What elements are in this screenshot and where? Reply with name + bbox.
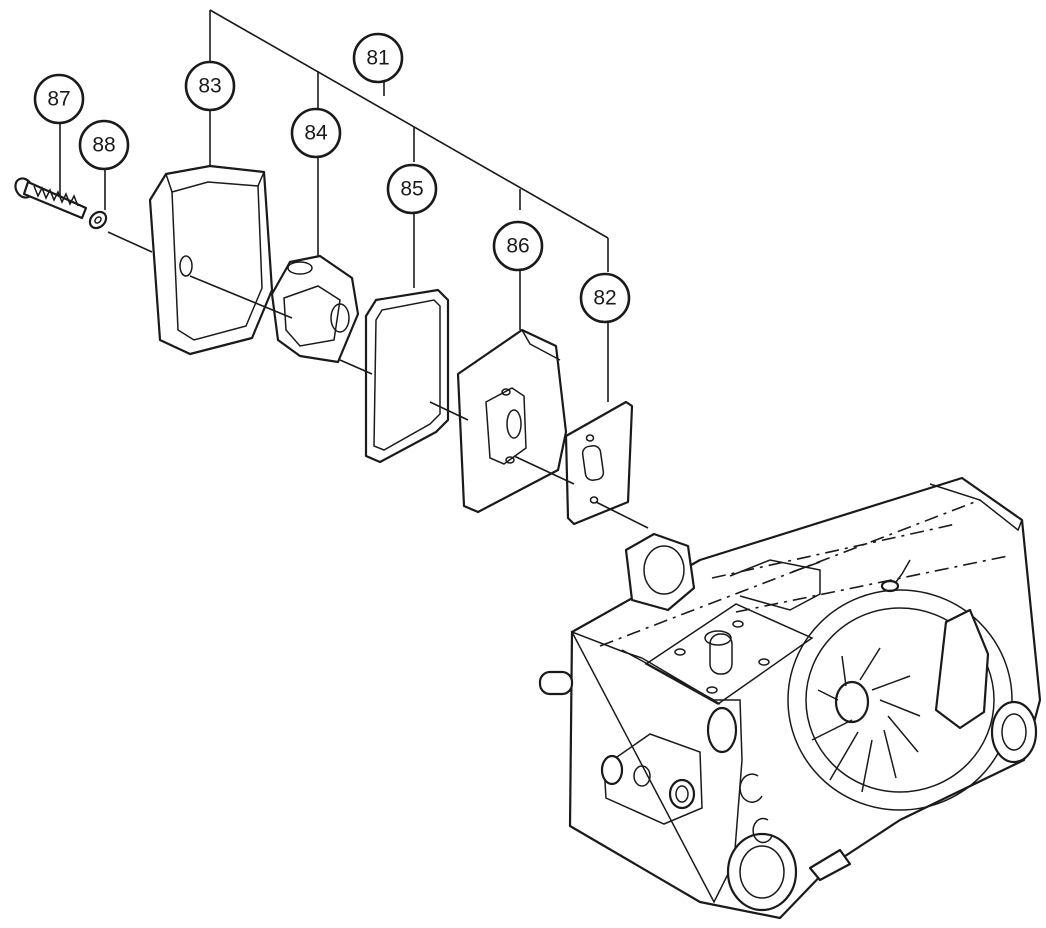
callout-85-label: 85 xyxy=(400,178,423,201)
assembly-axis-lines xyxy=(107,231,649,529)
gasket-82-part xyxy=(564,400,634,526)
callout-87-label: 87 xyxy=(47,88,70,111)
bolt-87-part xyxy=(14,177,88,220)
callout-88: 88 xyxy=(78,119,130,171)
muffler-cover-83-part xyxy=(148,164,274,356)
callout-86: 86 xyxy=(492,220,544,272)
callout-84-label: 84 xyxy=(304,122,328,145)
callout-86-label: 86 xyxy=(506,235,529,258)
callout-84: 84 xyxy=(290,107,342,159)
washer-88-part xyxy=(88,210,108,230)
callout-83: 83 xyxy=(184,60,236,112)
baffle-84-part xyxy=(270,254,360,364)
muffler-body-86-part xyxy=(456,328,568,514)
callout-85: 85 xyxy=(386,163,438,215)
leader-lines xyxy=(59,110,609,402)
gasket-85-part xyxy=(364,288,450,464)
group-bracket-81 xyxy=(209,9,609,272)
callout-83-label: 83 xyxy=(198,75,221,98)
callout-82-label: 82 xyxy=(593,287,616,310)
callout-81-label: 81 xyxy=(366,47,389,70)
crankcase-part xyxy=(538,476,1042,920)
callout-87: 87 xyxy=(33,73,85,125)
callout-82: 82 xyxy=(579,272,631,324)
callout-81: 81 xyxy=(352,32,404,84)
callout-88-label: 88 xyxy=(92,134,115,157)
